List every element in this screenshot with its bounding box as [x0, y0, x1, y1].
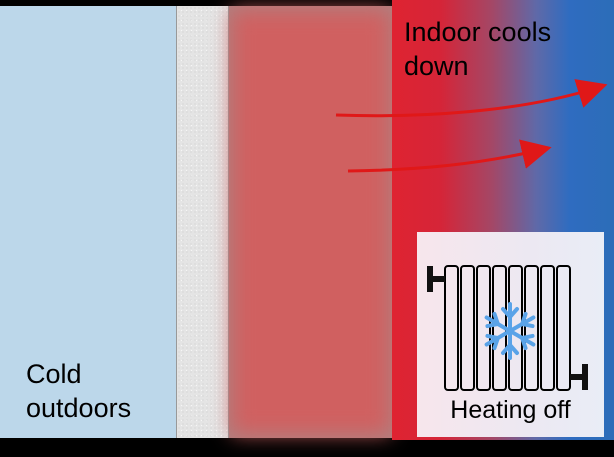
outdoor-label: Cold outdoors — [26, 359, 132, 423]
heat-loss-arrow-lower — [347, 139, 552, 173]
heater-label: Heating off — [450, 396, 571, 424]
heat-loss-arrow-upper — [335, 79, 608, 118]
insulation-layer — [176, 6, 229, 438]
snowflake-icon — [484, 302, 536, 360]
heater-panel: Heating off — [417, 232, 604, 437]
wall-heat-glow — [232, 10, 390, 434]
outdoor-zone — [0, 6, 176, 438]
indoor-label: Indoor cools down — [404, 17, 552, 81]
radiator-icon — [427, 265, 588, 391]
